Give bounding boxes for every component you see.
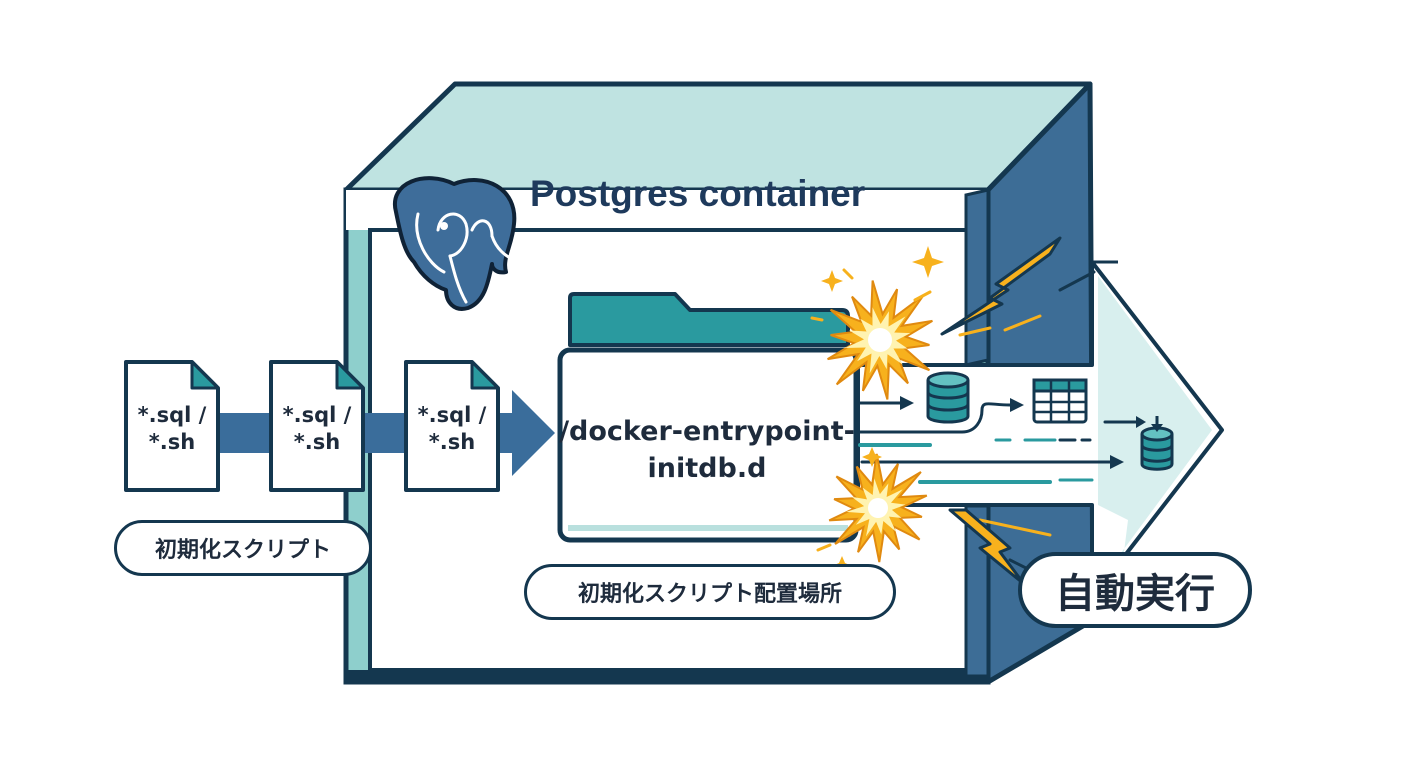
database-download-icon <box>1140 416 1174 471</box>
script-file-text: *.sql / *.sh <box>272 402 362 456</box>
folder-path-line1: /docker-entrypoint- <box>559 416 855 447</box>
script-file-line2: *.sh <box>293 430 341 454</box>
lightning-bottom-icon <box>948 508 1026 586</box>
script-file-text: *.sql / *.sh <box>407 402 497 456</box>
script-file-line2: *.sh <box>148 430 196 454</box>
flow-lines <box>858 396 1146 484</box>
database-icon <box>926 371 970 424</box>
burst-bottom-icon <box>828 453 928 563</box>
script-file-icon <box>269 360 365 492</box>
script-file-line1: *.sql / <box>282 403 352 427</box>
postgresql-elephant-icon <box>392 176 520 311</box>
folder-path: /docker-entrypoint- initdb.d <box>559 410 855 490</box>
script-file-line2: *.sh <box>428 430 476 454</box>
script-file-line1: *.sql / <box>137 403 207 427</box>
burst-top-icon <box>827 280 933 400</box>
script-file-text: *.sql / *.sh <box>127 402 217 456</box>
script-files <box>124 360 500 492</box>
script-file-icon <box>404 360 500 492</box>
table-icon <box>1032 378 1088 424</box>
folder-caption: 初期化スクリプト配置場所 <box>524 564 896 620</box>
lightning-top-icon <box>940 236 1062 336</box>
auto-execute-badge: 自動実行 <box>1018 552 1252 628</box>
container-title: Postgres container <box>530 173 866 214</box>
script-file-icon <box>124 360 220 492</box>
script-file-line1: *.sql / <box>417 403 487 427</box>
folder-icon <box>557 292 859 543</box>
folder-path-line2: initdb.d <box>647 453 767 484</box>
scripts-caption: 初期化スクリプト <box>114 520 372 576</box>
